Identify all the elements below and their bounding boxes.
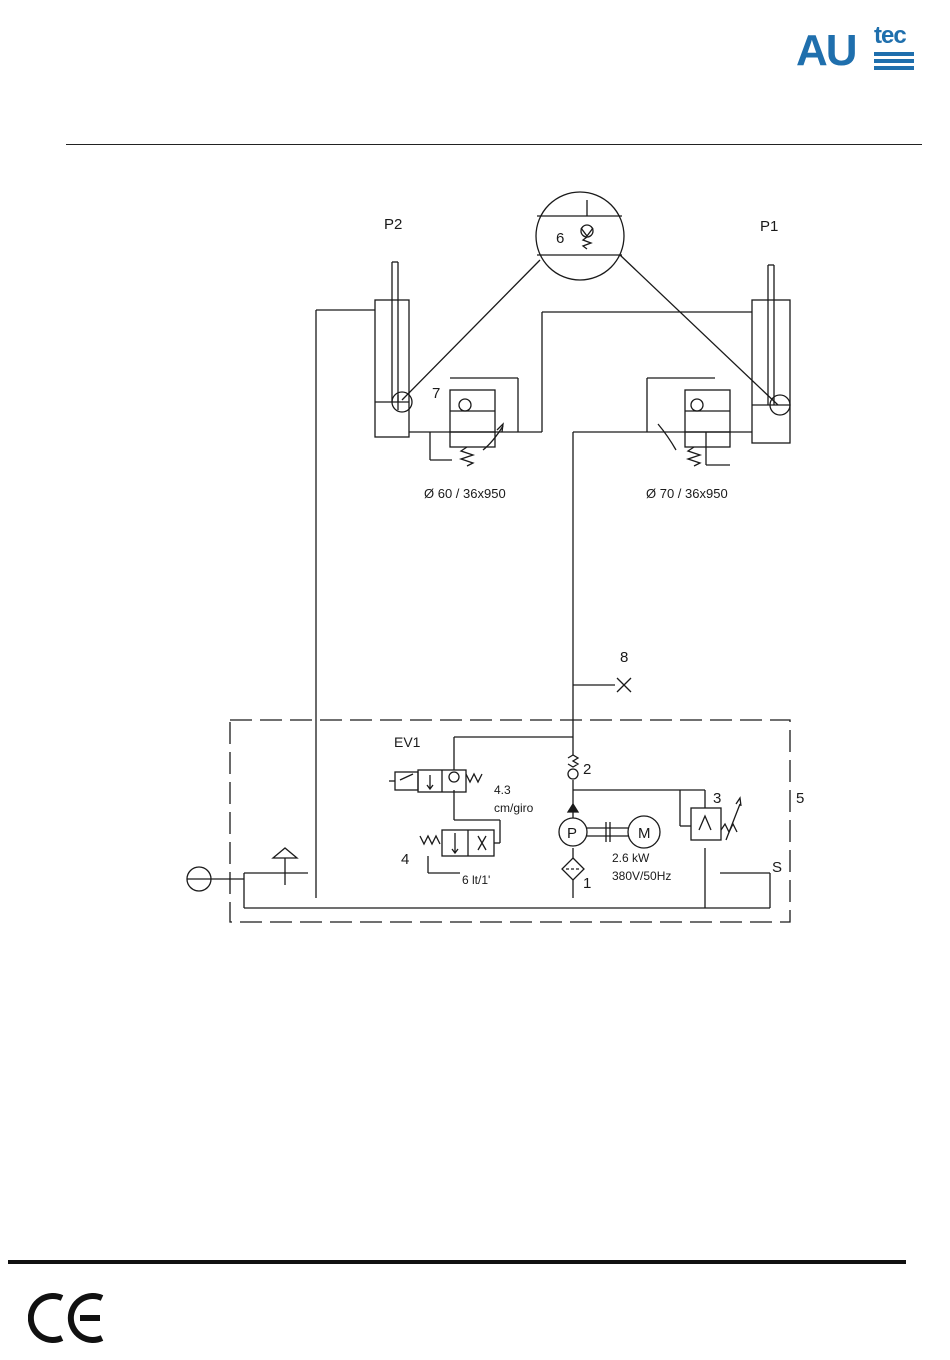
detail-magnifier xyxy=(402,192,778,405)
label-displacement: 4.3 xyxy=(494,783,511,797)
power-unit-boundary xyxy=(230,720,790,922)
footer-rule xyxy=(8,1260,906,1264)
label-2: 2 xyxy=(583,761,591,778)
label-power: 2.6 kW xyxy=(612,851,650,865)
label-cylinder-left: Ø 60 / 36x950 xyxy=(424,486,506,501)
label-8: 8 xyxy=(620,649,628,666)
label-cylinder-right: Ø 70 / 36x950 xyxy=(646,486,728,501)
label-3: 3 xyxy=(713,790,721,807)
valve-right xyxy=(573,378,752,466)
valve-7-left xyxy=(409,378,542,466)
label-p2: P2 xyxy=(384,216,402,233)
label-displacement-unit: cm/giro xyxy=(494,801,534,815)
ce-mark xyxy=(28,1290,108,1346)
label-voltage: 380V/50Hz xyxy=(612,869,671,883)
label-flow: 6 lt/1' xyxy=(462,873,490,887)
filter-1 xyxy=(562,858,584,880)
flow-control-valve-4 xyxy=(420,820,500,873)
label-ev1: EV1 xyxy=(394,734,421,750)
label-pump: P xyxy=(567,825,577,842)
label-p1: P1 xyxy=(760,218,778,235)
label-5: 5 xyxy=(796,790,804,807)
check-valve-2 xyxy=(568,755,578,779)
tank-symbol xyxy=(187,848,297,891)
label-4: 4 xyxy=(401,851,409,868)
solenoid-valve-ev1 xyxy=(389,770,482,792)
label-motor: M xyxy=(638,825,651,842)
cylinder-p2 xyxy=(375,262,412,437)
label-7: 7 xyxy=(432,385,440,402)
label-6: 6 xyxy=(556,230,564,247)
relief-valve-3 xyxy=(680,790,741,840)
cylinder-p1 xyxy=(752,265,790,443)
label-s: S xyxy=(772,859,782,876)
label-1: 1 xyxy=(583,875,591,892)
